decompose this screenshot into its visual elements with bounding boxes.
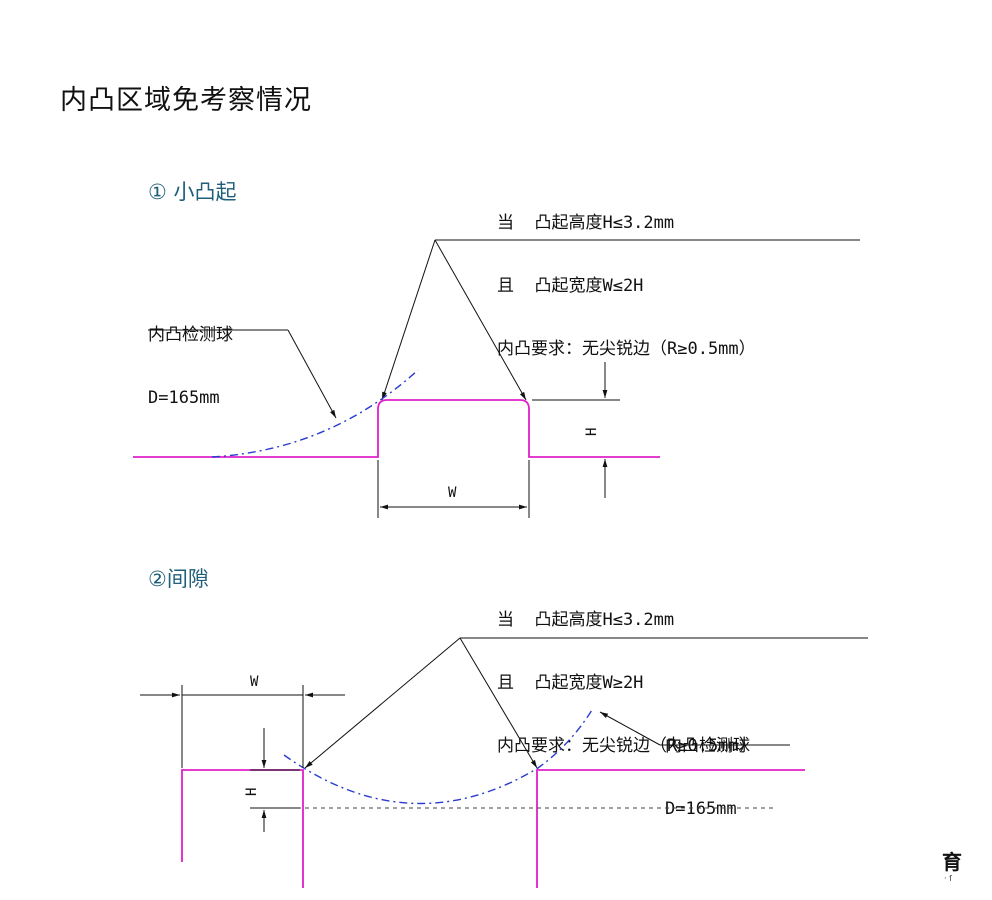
section1-condition-line: 且 凸起宽度W≤2H — [497, 276, 644, 296]
section2-w-label: W — [250, 674, 259, 690]
section2-condition-line: 当 凸起高度H≤3.2mm — [497, 610, 675, 630]
section2-gap-left-profile — [181, 769, 304, 888]
section2-probe-arc — [283, 709, 593, 805]
section2-heading: ②间隙 — [148, 567, 209, 591]
section1-probe-arrow — [287, 329, 337, 419]
section2-condition-line: 内凸要求：无尖锐边（R≥0.5mm） — [497, 736, 756, 756]
section1-conditions: 当 凸起高度H≤3.2mm 且 凸起宽度W≤2H 内凸要求：无尖锐边（R≥0.5… — [497, 171, 756, 402]
section2-leader-arrow-right — [459, 637, 538, 769]
page-title: 内凸区域免考察情况 — [60, 85, 312, 116]
section2-probe-label: 内凸检测球 D=165mm — [665, 694, 750, 862]
section1-h-label: H — [584, 428, 600, 436]
section2-probe-line: 内凸检测球 — [665, 736, 750, 756]
section1-condition-line: 内凸要求：无尖锐边（R≥0.5mm） — [497, 339, 756, 359]
section1-probe-line: D=165mm — [148, 388, 220, 408]
section1-w-label: W — [448, 485, 457, 501]
section1-heading: ① 小凸起 — [148, 180, 237, 204]
section1-probe-arc — [211, 369, 419, 458]
section2-conditions: 当 凸起高度H≤3.2mm 且 凸起宽度W≥2H 内凸要求：无尖锐边（R≥0.5… — [497, 568, 756, 799]
section2-condition-line: 且 凸起宽度W≥2H — [497, 673, 644, 693]
section2-probe-line: D=165mm — [665, 799, 737, 819]
section1-condition-line: 当 凸起高度H≤3.2mm — [497, 213, 675, 233]
section1-leader-arrow-right — [434, 239, 527, 401]
section1-leader-arrow-left — [381, 239, 436, 401]
section2-h-label: H — [244, 788, 260, 796]
corner-mark-sub: · ſ — [944, 874, 952, 883]
section2-probe-arrow — [599, 711, 661, 746]
corner-mark: 育 — [942, 850, 962, 874]
section2-leader-arrow-left — [304, 637, 461, 769]
section2-gap-right-profile — [536, 769, 805, 888]
section1-bump-profile — [133, 399, 660, 458]
